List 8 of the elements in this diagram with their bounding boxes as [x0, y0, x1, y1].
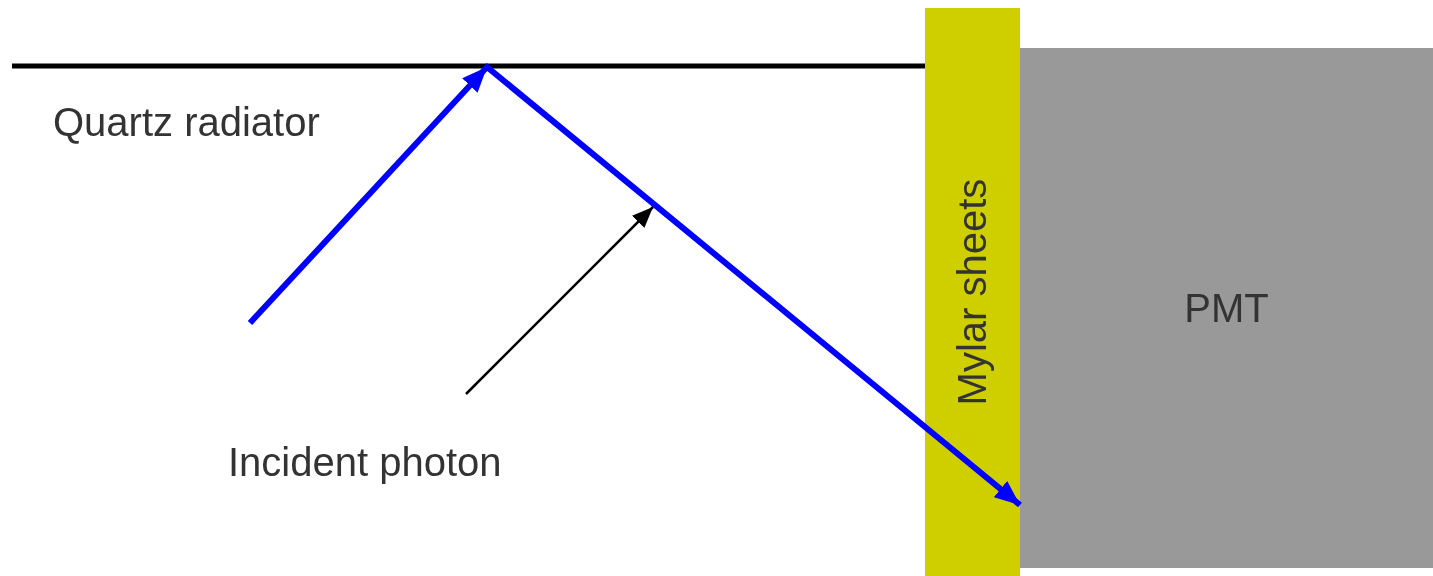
photon-path-arrow [247, 62, 1022, 508]
block-label: PMT [1184, 288, 1269, 328]
pmt-block [1020, 48, 1433, 568]
mylar-band [925, 8, 1020, 576]
photon-path-arrow [465, 206, 654, 395]
annotation-text: Incident photon [228, 442, 502, 482]
band-label: Mylar sheets [952, 178, 993, 406]
part-label: Quartz radiator [53, 102, 320, 142]
